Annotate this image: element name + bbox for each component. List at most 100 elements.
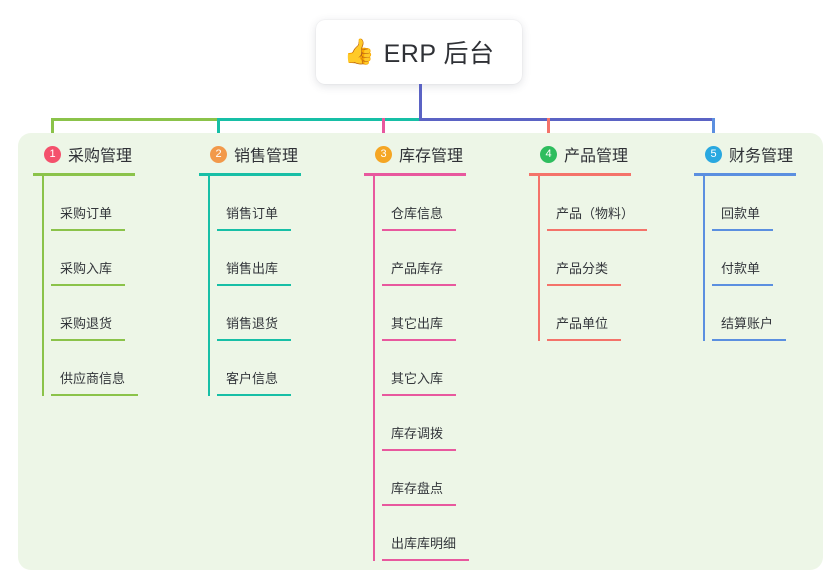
- branch-item[interactable]: 结算账户: [703, 286, 824, 341]
- branch-title: 产品管理: [564, 148, 629, 165]
- branch-item[interactable]: 库存调拨: [373, 396, 514, 451]
- branch-item[interactable]: 销售订单: [208, 176, 349, 231]
- branch-header-2[interactable]: 2 销售管理: [199, 141, 349, 167]
- branch-item-label: 库存盘点: [391, 481, 444, 496]
- branches-panel: [18, 133, 823, 570]
- branch-item-underline: [382, 449, 456, 451]
- root-node[interactable]: 👍 ERP 后台: [316, 20, 522, 84]
- branch-title: 采购管理: [68, 148, 133, 165]
- branch-item[interactable]: 产品分类: [538, 231, 679, 286]
- branch-item[interactable]: 采购入库: [42, 231, 183, 286]
- branch-title: 库存管理: [399, 148, 464, 165]
- branch-title: 财务管理: [729, 148, 794, 165]
- branch-item[interactable]: 客户信息: [208, 341, 349, 396]
- branch-item-underline: [217, 394, 291, 396]
- branch-item-underline: [51, 229, 125, 231]
- branch-item-underline: [217, 339, 291, 341]
- branch-underline: [694, 173, 796, 176]
- branch-item-label: 产品分类: [556, 261, 609, 276]
- branch-item-underline: [382, 229, 456, 231]
- branch-column-4: 4 产品管理产品（物料） 产品分类产品单位: [529, 141, 679, 341]
- branch-column-3: 3 库存管理仓库信息产品库存其它出库其它入库库存调拨库存盘点出库库明细: [364, 141, 514, 561]
- branch-item-underline: [51, 284, 125, 286]
- branch-header-5[interactable]: 5 财务管理: [694, 141, 824, 167]
- bus-segment-blue: [419, 118, 715, 121]
- branch-item-label: 出库库明细: [391, 536, 457, 551]
- branch-item-list: 回款单付款单结算账户: [694, 176, 824, 341]
- branch-spine: [538, 176, 540, 341]
- branch-item[interactable]: 销售出库: [208, 231, 349, 286]
- branch-item-underline: [382, 339, 456, 341]
- branch-item[interactable]: 销售退货: [208, 286, 349, 341]
- branch-item[interactable]: 回款单: [703, 176, 824, 231]
- branch-item[interactable]: 其它出库: [373, 286, 514, 341]
- branch-item[interactable]: 采购退货: [42, 286, 183, 341]
- branch-item[interactable]: 仓库信息: [373, 176, 514, 231]
- branch-item-label: 采购退货: [60, 316, 113, 331]
- branch-item-label: 库存调拨: [391, 426, 444, 441]
- branch-item-label: 付款单: [721, 261, 761, 276]
- branch-item-underline: [547, 229, 647, 231]
- branch-item[interactable]: 产品库存: [373, 231, 514, 286]
- branch-column-1: 1 采购管理采购订单采购入库采购退货供应商信息: [33, 141, 183, 396]
- branch-item-label: 采购入库: [60, 261, 113, 276]
- branch-item-label: 销售退货: [226, 316, 279, 331]
- branch-spine: [373, 176, 375, 561]
- branch-item-label: 产品（物料）: [556, 206, 635, 221]
- branch-item[interactable]: 采购订单: [42, 176, 183, 231]
- branch-item-label: 销售订单: [226, 206, 279, 221]
- branch-item-underline: [712, 284, 773, 286]
- branch-item-list: 采购订单采购入库采购退货供应商信息: [33, 176, 183, 396]
- branch-item-underline: [382, 394, 456, 396]
- branch-item-label: 其它出库: [391, 316, 444, 331]
- branch-underline: [33, 173, 135, 176]
- branch-item-label: 其它入库: [391, 371, 444, 386]
- branch-item[interactable]: 供应商信息: [42, 341, 183, 396]
- branch-item-underline: [217, 284, 291, 286]
- branch-item-underline: [382, 559, 469, 561]
- branch-item-label: 产品单位: [556, 316, 609, 331]
- branch-spine: [703, 176, 705, 341]
- branch-underline: [529, 173, 631, 176]
- branch-header-3[interactable]: 3 库存管理: [364, 141, 514, 167]
- branch-underline: [199, 173, 301, 176]
- branch-number-badge: 3: [375, 145, 392, 163]
- branch-spine: [208, 176, 210, 396]
- branch-item-list: 仓库信息产品库存其它出库其它入库库存调拨库存盘点出库库明细: [364, 176, 514, 561]
- bus-segment-teal: [217, 118, 422, 121]
- branch-number-badge: 2: [210, 145, 227, 163]
- branch-item-underline: [547, 284, 621, 286]
- branch-number-badge: 1: [44, 145, 61, 163]
- branch-item-list: 产品（物料） 产品分类产品单位: [529, 176, 679, 341]
- branch-item-underline: [51, 339, 125, 341]
- branch-number-badge: 5: [705, 145, 722, 163]
- root-title: ERP 后台: [383, 40, 495, 68]
- branch-item-label: 供应商信息: [60, 371, 126, 386]
- branch-item[interactable]: 付款单: [703, 231, 824, 286]
- branch-header-4[interactable]: 4 产品管理: [529, 141, 679, 167]
- thumbs-up-icon: 👍: [343, 37, 375, 66]
- branch-item-label: 结算账户: [721, 316, 774, 331]
- branch-item[interactable]: 其它入库: [373, 341, 514, 396]
- branch-item-underline: [382, 504, 456, 506]
- branch-item-underline: [547, 339, 621, 341]
- branch-item-underline: [382, 284, 456, 286]
- branch-item[interactable]: 出库库明细: [373, 506, 514, 561]
- branch-item[interactable]: 产品（物料）: [538, 176, 679, 231]
- branch-item-list: 销售订单销售出库销售退货客户信息: [199, 176, 349, 396]
- branch-number-badge: 4: [540, 145, 557, 163]
- branch-header-1[interactable]: 1 采购管理: [33, 141, 183, 167]
- branch-column-2: 2 销售管理销售订单销售出库销售退货客户信息: [199, 141, 349, 396]
- bus-segment-green: [51, 118, 217, 121]
- branch-item[interactable]: 产品单位: [538, 286, 679, 341]
- branch-item-underline: [712, 229, 773, 231]
- branch-item[interactable]: 库存盘点: [373, 451, 514, 506]
- branch-item-label: 采购订单: [60, 206, 113, 221]
- branch-column-5: 5 财务管理回款单付款单结算账户: [694, 141, 824, 341]
- branch-item-label: 回款单: [721, 206, 761, 221]
- branch-item-label: 销售出库: [226, 261, 279, 276]
- branch-item-label: 产品库存: [391, 261, 444, 276]
- root-connector: [419, 84, 422, 121]
- branch-title: 销售管理: [234, 148, 299, 165]
- branch-underline: [364, 173, 466, 176]
